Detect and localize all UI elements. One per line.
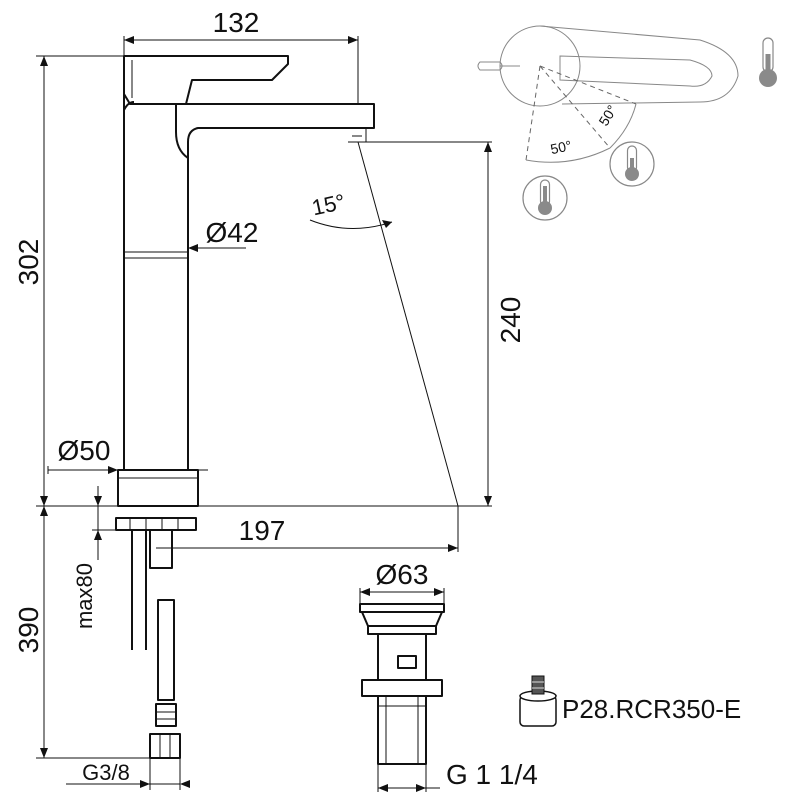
- thermometer-icon: [609, 141, 655, 187]
- dim-diameter-63: Ø63: [376, 559, 429, 590]
- dim-g38: G3/8: [82, 760, 130, 785]
- dim-132: 132: [213, 7, 260, 38]
- dim-angle-15: 15°: [310, 189, 348, 220]
- lever-angle-left: 50°: [549, 137, 573, 157]
- dim-240: 240: [495, 297, 526, 344]
- dim-max80: max80: [72, 563, 97, 629]
- thermometer-icon: [759, 37, 777, 87]
- dim-390: 390: [13, 607, 44, 654]
- waste-drain: [359, 603, 445, 765]
- dimension-lines: [36, 36, 492, 790]
- lever-angle-right: 50°: [595, 102, 620, 128]
- cartridge-icon: [519, 675, 557, 727]
- dim-g-1-1-4: G 1 1/4: [446, 759, 538, 790]
- dim-302: 302: [13, 239, 44, 286]
- dim-diameter-50: Ø50: [58, 435, 111, 466]
- thermometer-icon: [522, 175, 568, 221]
- faucet-body: [40, 55, 460, 759]
- dim-197: 197: [239, 515, 286, 546]
- cartridge-code: P28.RCR350-E: [562, 694, 741, 724]
- lever-top-view: [477, 25, 739, 163]
- dim-diameter-42: Ø42: [206, 217, 259, 248]
- drain-dimension-lines: [359, 588, 445, 792]
